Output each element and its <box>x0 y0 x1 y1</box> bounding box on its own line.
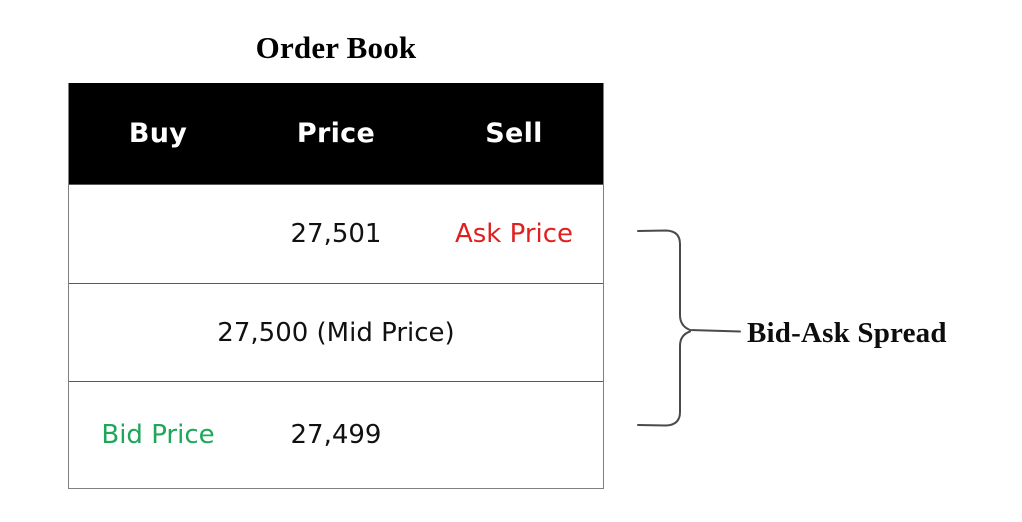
table-row-mid: 27,500 (Mid Price) <box>69 283 603 381</box>
cell-buy-bid-label: Bid Price <box>101 420 215 450</box>
column-header-price: Price <box>296 118 376 149</box>
cell-sell-ask-label: Ask Price <box>454 219 574 249</box>
curly-brace-right-icon <box>634 222 750 434</box>
cell-mid-price: 27,500 (Mid Price) <box>217 317 455 348</box>
order-book-table: Buy Price Sell 27,501 Ask Price 27,500 (… <box>68 83 604 489</box>
cell-price-ask: 27,501 <box>290 219 382 249</box>
cell-price-bid: 27,499 <box>290 420 382 450</box>
page-title: Order Book <box>255 30 417 65</box>
column-header-buy: Buy <box>128 118 188 149</box>
column-header-sell: Sell <box>485 118 543 149</box>
table-row-ask: 27,501 Ask Price <box>69 184 603 283</box>
cell-buy-ask <box>69 185 247 283</box>
cell-sell-bid <box>425 382 603 488</box>
table-row-bid: Bid Price 27,499 <box>69 381 603 488</box>
table-header-row: Buy Price Sell <box>69 83 603 184</box>
bid-ask-spread-label: Bid-Ask Spread <box>747 317 947 349</box>
